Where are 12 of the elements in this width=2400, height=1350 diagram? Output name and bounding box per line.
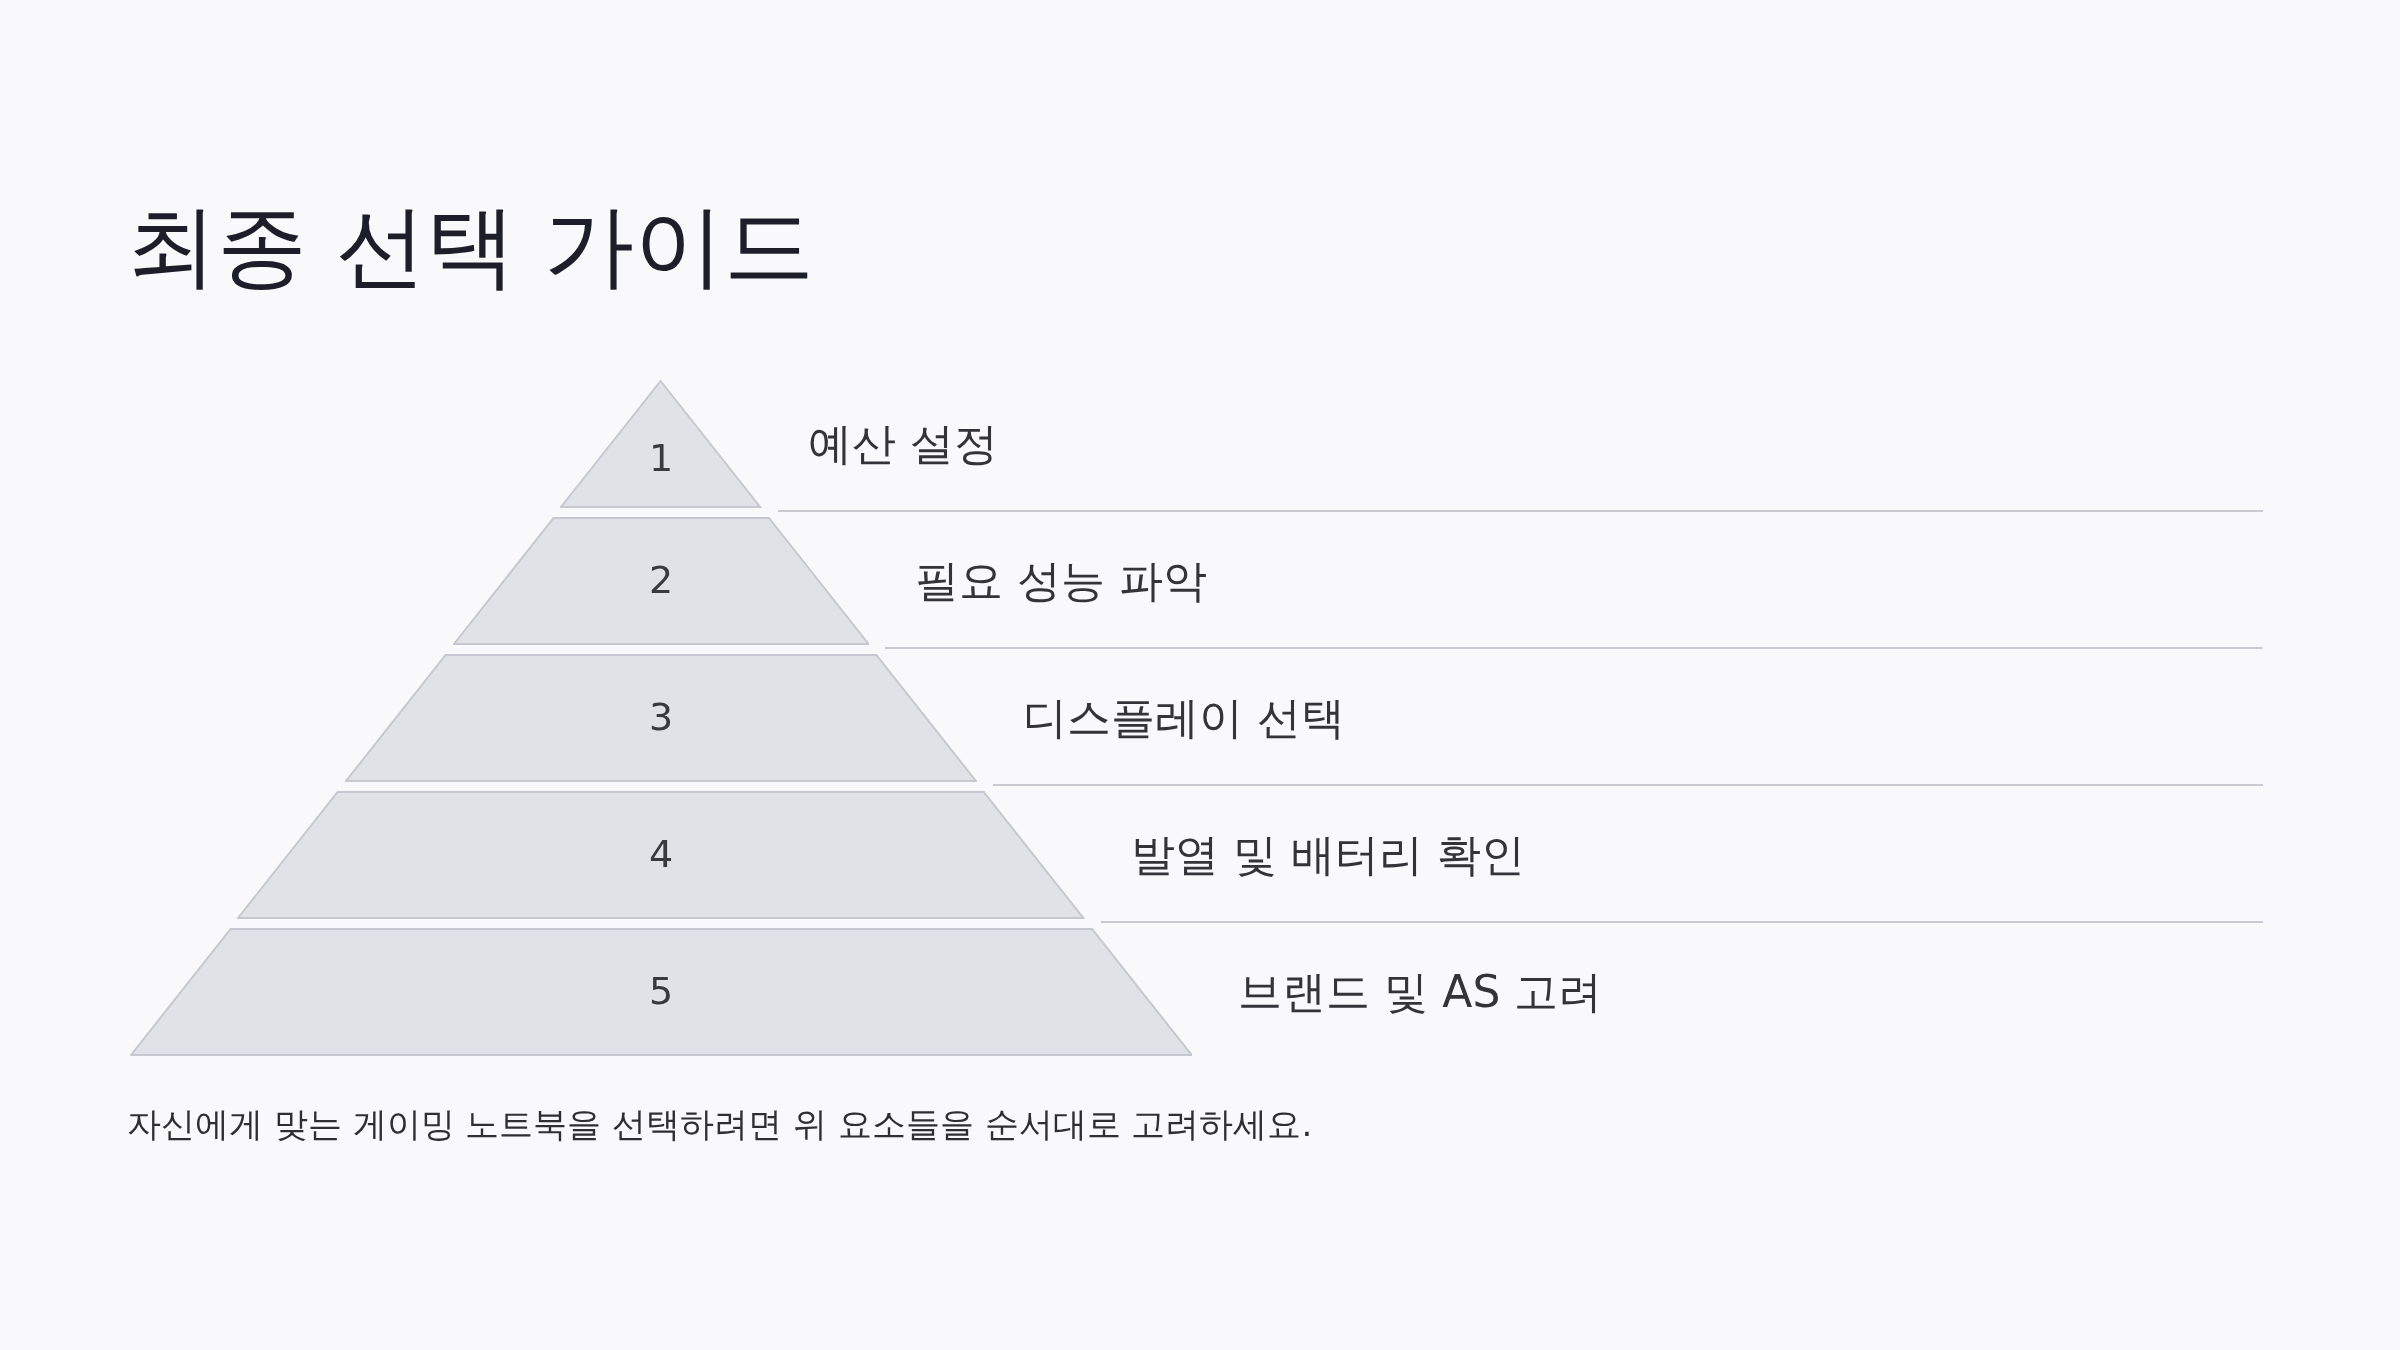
step-number: 2 xyxy=(648,558,674,604)
step-label: 디스플레이 선택 xyxy=(1022,691,1345,745)
step-number: 5 xyxy=(648,969,674,1015)
step-label: 발열 및 배터리 확인 xyxy=(1130,828,1525,882)
step-number: 4 xyxy=(648,832,674,878)
step-label: 예산 설정 xyxy=(807,417,998,471)
step-number: 1 xyxy=(648,436,674,483)
step-number: 3 xyxy=(648,695,674,741)
step-label: 필요 성능 파악 xyxy=(915,554,1208,608)
slide-title: 최종 선택 가이드 xyxy=(127,192,815,300)
caption-text: 자신에게 맞는 게이밍 노트북을 선택하려면 위 요소들을 순서대로 고려하세요. xyxy=(127,1103,1313,1146)
step-label: 브랜드 및 AS 고려 xyxy=(1238,965,1603,1019)
